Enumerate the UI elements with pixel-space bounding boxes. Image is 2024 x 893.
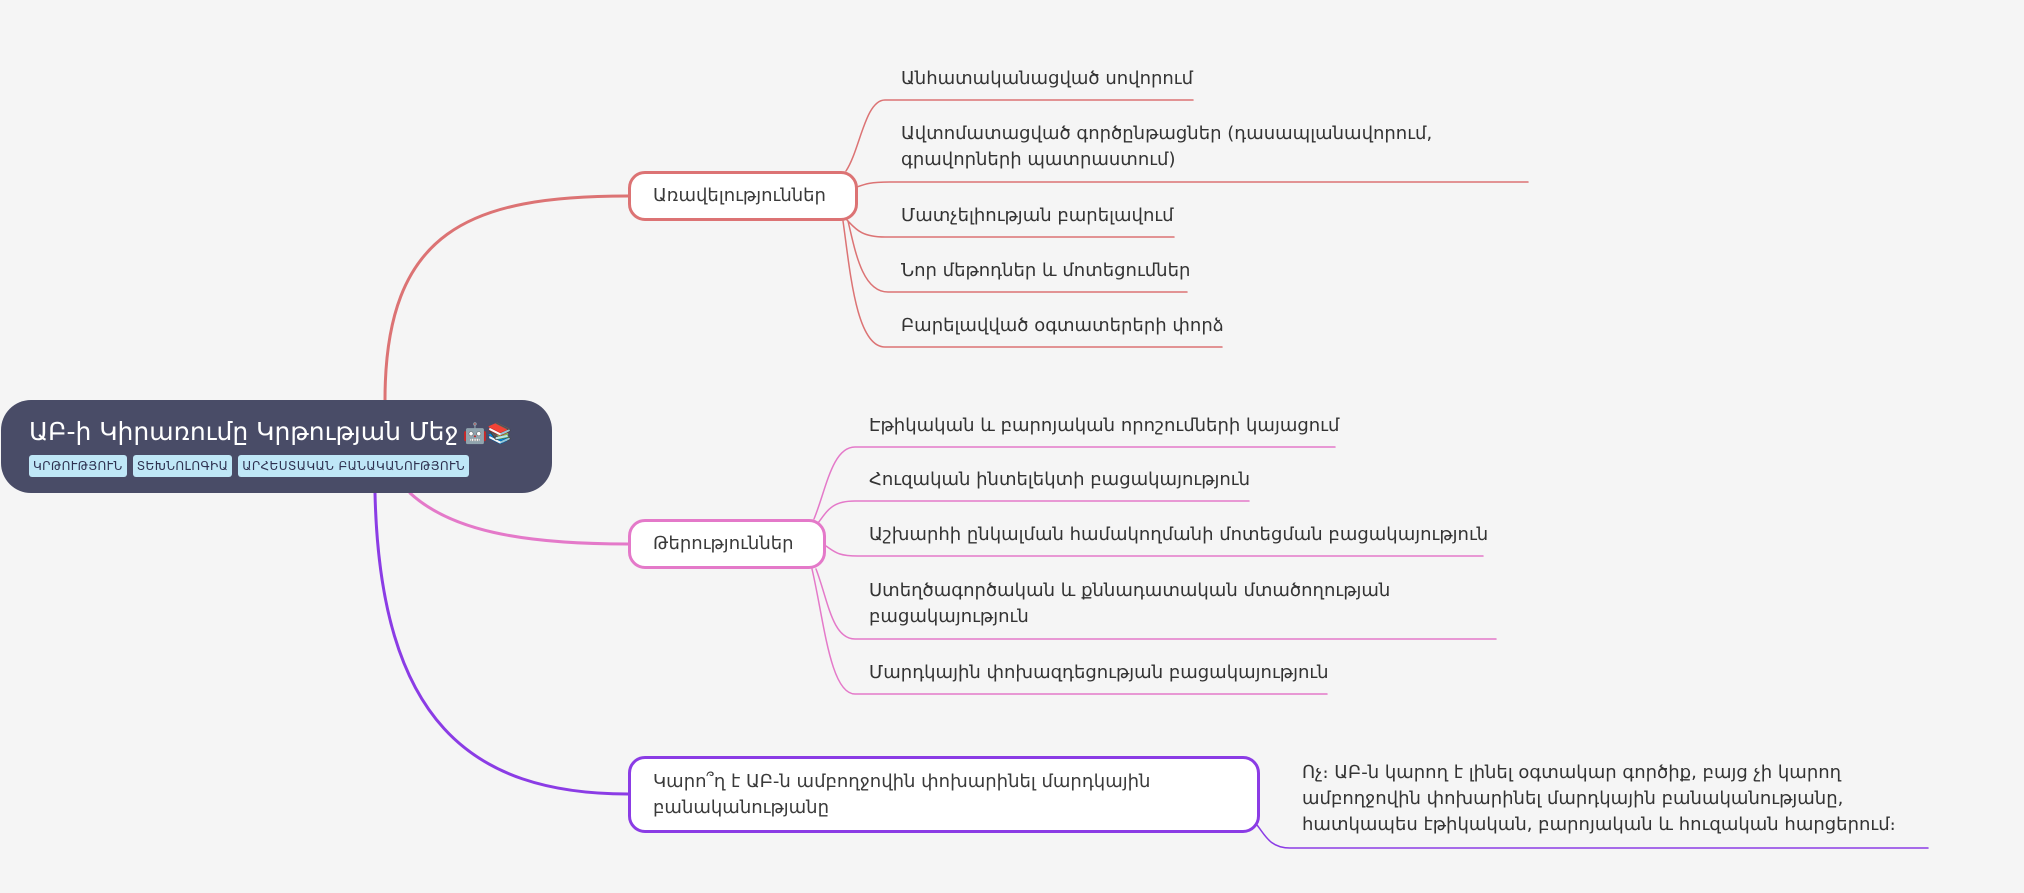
topic-advantages[interactable]: Առավելություններ (628, 171, 858, 221)
tag-education: ԿՐԹՈՒԹՅՈՒՆ (29, 455, 127, 477)
topic-question-label: Կարո՞ղ է ԱԲ-ն ամբողջովին փոխարինել մարդկ… (653, 770, 1151, 818)
advantages-child-connector (856, 181, 1529, 188)
disadvantage-item[interactable]: Ստեղծագործական և քննադատական մտածողությա… (869, 580, 1391, 627)
advantages-child-connector (845, 99, 1194, 172)
advantage-item[interactable]: Անհատականացված սովորում (901, 68, 1194, 89)
disadvantage-item[interactable]: Աշխարհի ընկալման համակողմանի մոտեցման բա… (869, 524, 1489, 545)
root-question-connector (373, 491, 630, 796)
disadvantage-item[interactable]: Հուզական ինտելեկտի բացակայություն (869, 469, 1251, 490)
advantages-child-connector (842, 220, 1223, 348)
tag-technology: ՏԵԽՆՈԼՈԳԻԱ (132, 455, 233, 477)
advantage-item[interactable]: Մատչելիության բարելավում (901, 205, 1174, 226)
topic-disadvantages[interactable]: Թերություններ (628, 519, 826, 569)
disadvantages-child-connector (825, 545, 1484, 557)
disadvantages-child-connector (813, 446, 1336, 520)
root-title: ԱԲ-ի Կիրառումը Կրթության Մեջ🤖📚 (29, 416, 552, 449)
robot-books-emoji: 🤖📚 (462, 421, 513, 445)
root-title-text: ԱԲ-ի Կիրառումը Կրթության Մեջ (29, 417, 459, 446)
disadvantages-child-connector (817, 500, 1250, 524)
advantage-item[interactable]: Բարելավված օգտատերերի փորձ (901, 315, 1224, 336)
root-tags: ԿՐԹՈՒԹՅՈՒՆ ՏԵԽՆՈԼՈԳԻԱ ԱՐՀԵՍՏԱԿԱՆ ԲԱՆԱԿԱՆ… (29, 455, 552, 477)
root-advantages-connector (383, 194, 630, 402)
disadvantage-item[interactable]: Մարդկային փոխազդեցության բացակայություն (869, 662, 1329, 683)
tag-artificial-intelligence: ԱՐՀԵՍՏԱԿԱՆ ԲԱՆԱԿԱՆՈՒԹՅՈՒՆ (238, 455, 470, 477)
advantages-child-connector (847, 220, 1188, 293)
root-topic[interactable]: ԱԲ-ի Կիրառումը Կրթության Մեջ🤖📚 ԿՐԹՈՒԹՅՈՒ… (1, 400, 552, 493)
topic-advantages-label: Առավելություններ (653, 185, 826, 206)
advantage-item[interactable]: Ավտոմատացված գործընթացներ (դասապլանավորո… (901, 123, 1433, 170)
disadvantages-child-connector (815, 568, 1497, 640)
answer-item[interactable]: Ոչ։ ԱԲ-ն կարող է լինել օգտակար գործիք, բ… (1302, 762, 1896, 835)
disadvantage-item[interactable]: Էթիկական և բարոյական որոշումների կայացու… (869, 415, 1340, 436)
root-disadvantages-connector (408, 491, 630, 546)
disadvantages-child-connector (811, 568, 1328, 695)
topic-disadvantages-label: Թերություններ (653, 533, 794, 554)
topic-question[interactable]: Կարո՞ղ է ԱԲ-ն ամբողջովին փոխարինել մարդկ… (628, 756, 1260, 833)
advantage-item[interactable]: Նոր մեթոդներ և մոտեցումներ (901, 260, 1191, 281)
question-child-connector (1256, 824, 1929, 849)
